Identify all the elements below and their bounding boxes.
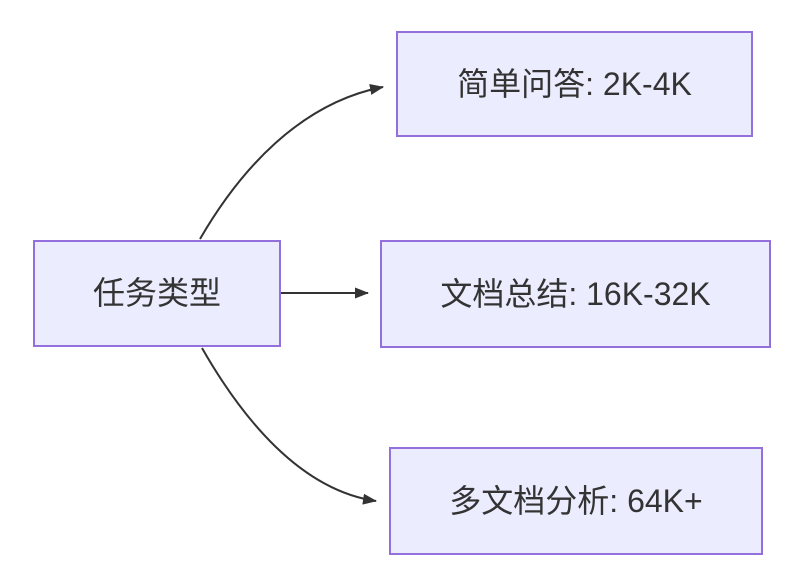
node-task-type: 任务类型 [33,240,281,347]
node-simple-qa-label: 简单问答: 2K-4K [457,65,692,102]
node-multi-doc-analysis: 多文档分析: 64K+ [389,447,763,555]
node-doc-summary-label: 文档总结: 16K-32K [440,275,711,312]
node-multi-doc-analysis-label: 多文档分析: 64K+ [449,482,703,519]
node-task-type-label: 任务类型 [92,275,221,312]
edge-root-to-branch3 [201,347,377,505]
edge-root-to-branch1 [199,84,384,240]
node-doc-summary: 文档总结: 16K-32K [380,240,771,348]
node-simple-qa: 简单问答: 2K-4K [396,31,753,137]
